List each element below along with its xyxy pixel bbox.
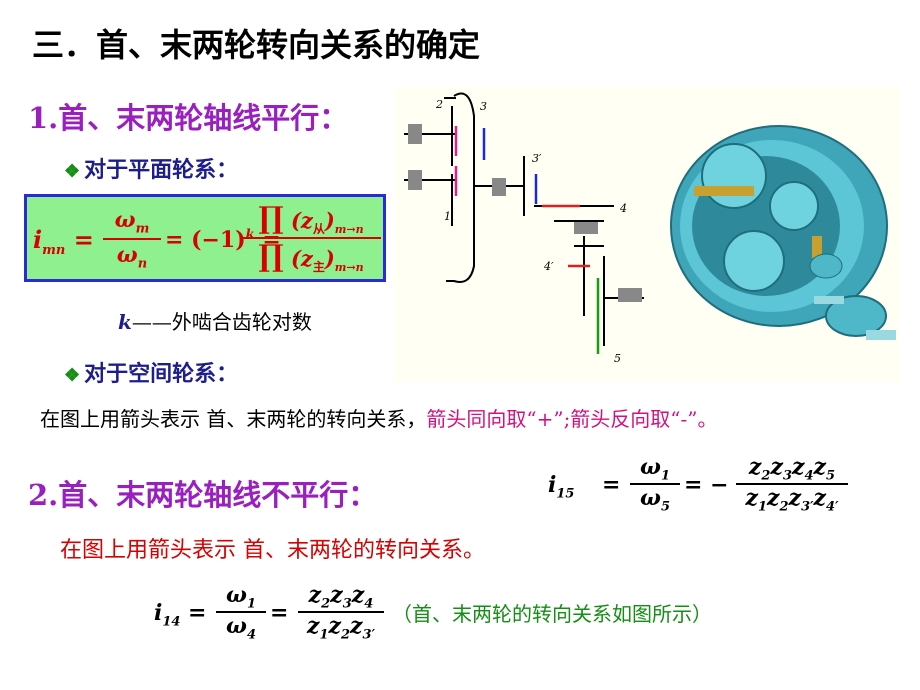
formula-lhs: imn = [33, 225, 94, 258]
svg-text:4: 4 [619, 202, 627, 215]
arrow-rule-text: 在图上用箭头表示 首、末两轮的转向关系，箭头同向取“+”;箭头反向取“-”。 [40, 407, 718, 431]
diamond-bullet-icon: ❖ [64, 161, 81, 182]
svg-text:3′: 3′ [532, 152, 542, 165]
product-fraction: ∏ (z从)m→n ∏ (z主)m→n [241, 201, 381, 275]
bullet-spatial-label: 对于空间轮系： [84, 361, 239, 387]
bullet-spatial: ❖对于空间轮系： [64, 356, 238, 388]
bullet-planar: ❖对于平面轮系： [64, 152, 238, 184]
red-arrow-text: 在图上用箭头表示 首、末两轮的转向关系。 [60, 538, 485, 563]
gear-assembly-illustration [670, 125, 896, 340]
svg-text:4′: 4′ [543, 260, 554, 273]
diamond-bullet-icon: ❖ [64, 365, 81, 386]
svg-text:2: 2 [435, 98, 443, 111]
omega-fraction: ωm ωn [103, 207, 161, 272]
diagram-note: （首、末两轮的转向关系如图所示） [392, 602, 712, 626]
svg-text:1: 1 [444, 210, 451, 223]
section1-heading: 1.首、末两轮轴线平行： [28, 101, 349, 135]
bullet-planar-label: 对于平面轮系： [84, 157, 239, 183]
svg-text:3: 3 [480, 100, 487, 113]
svg-text:5: 5 [614, 352, 621, 365]
sign-term: = (−1)k = [165, 227, 281, 253]
gear-train-svg: 2 3 3′ 4 4′ 1 5 [404, 92, 896, 365]
k-definition: k——外啮合齿轮对数 [118, 310, 312, 334]
section2-heading: 2.首、末两轮轴线不平行： [28, 478, 378, 512]
gear-train-diagram: 2 3 3′ 4 4′ 1 5 [394, 86, 900, 382]
gear-ratio-formula: imn = ωm ωn = (−1)k = ∏ (z从)m→n ∏ (z主)m→… [24, 194, 386, 282]
slide-title: 三．首、末两轮转向关系的确定 [32, 26, 481, 64]
